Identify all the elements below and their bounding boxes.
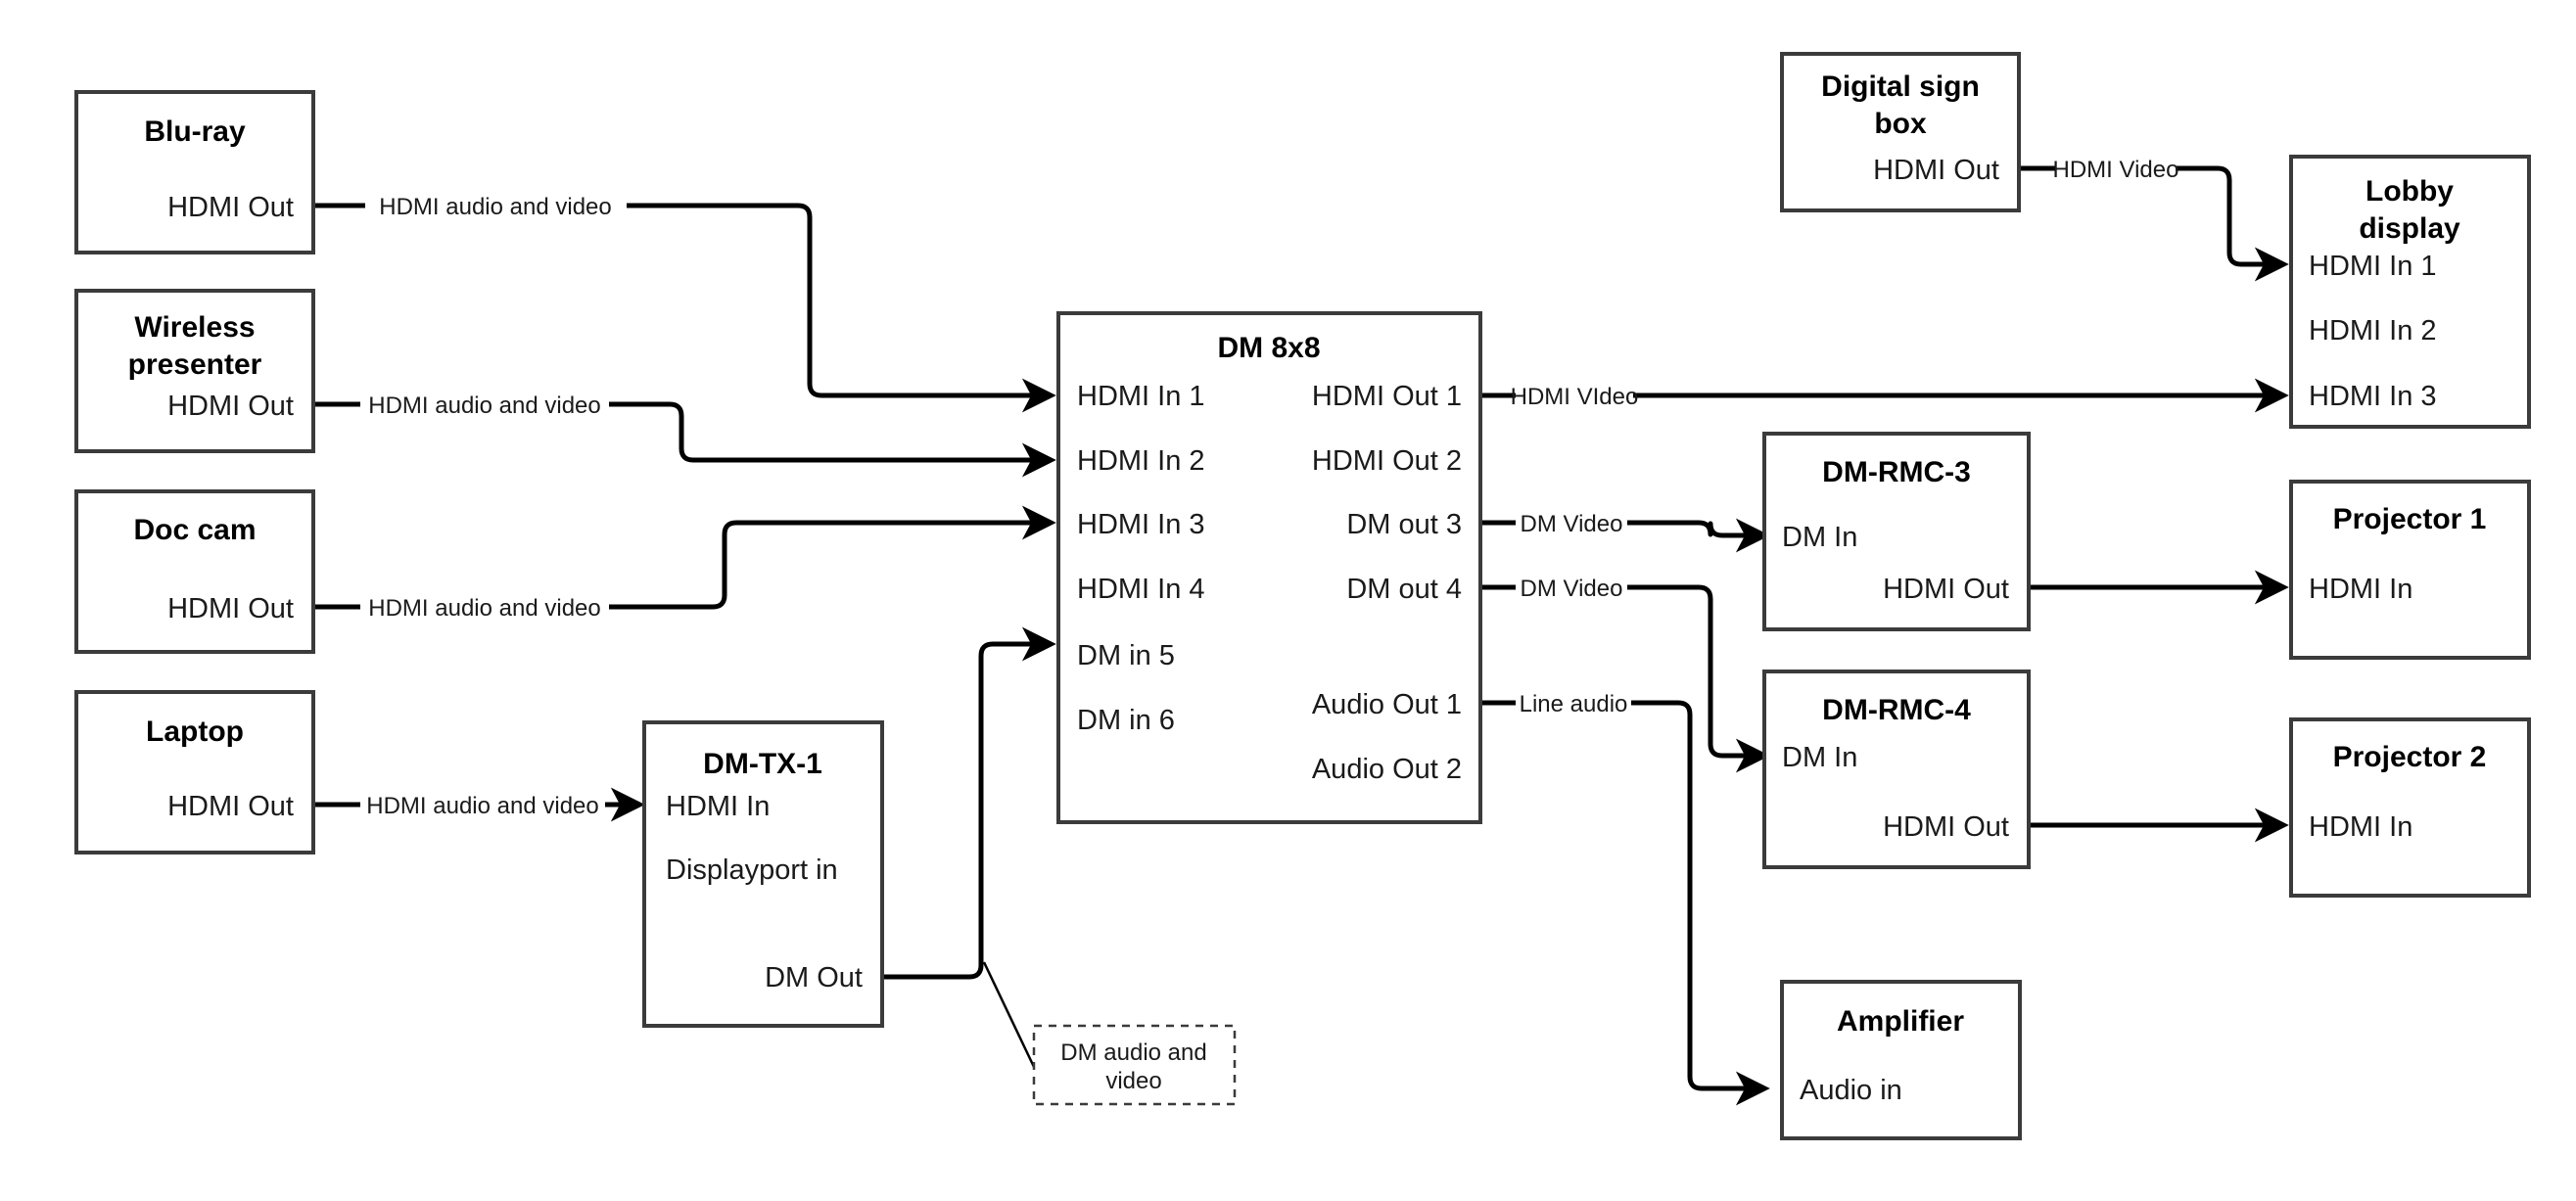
port-amplifier-audio-in: Audio in: [1800, 1075, 1902, 1106]
port-dm-8x8-dm-in-6: DM in 6: [1077, 705, 1175, 736]
port-doc-cam-hdmi-out: HDMI Out: [167, 593, 294, 624]
port-dm-8x8-hdmi-in-4: HDMI In 4: [1077, 574, 1205, 605]
node-wireless-presenter-title-line2: presenter: [128, 348, 262, 381]
node-lobby-display[interactable]: Lobby display HDMI In 1 HDMI In 2 HDMI I…: [2289, 155, 2531, 429]
edge-label-dm-out3-to-rmc3: DM Video: [1521, 511, 1623, 537]
link-audio-out-1-to-amplifier: [1480, 700, 1764, 1088]
port-dm-8x8-hdmi-in-1: HDMI In 1: [1077, 381, 1205, 412]
port-dm-8x8-hdmi-in-3: HDMI In 3: [1077, 509, 1205, 540]
note-dm-audio-and-video-line1: DM audio and: [1060, 1039, 1206, 1066]
note-dm-audio-and-video: DM audio and video: [1032, 1024, 1237, 1106]
node-projector-2-box: [2289, 717, 2531, 898]
node-projector-2[interactable]: Projector 2 HDMI In: [2289, 717, 2531, 898]
edge-label-wireless-to-dm: HDMI audio and video: [368, 393, 600, 419]
edge-label-doccam-to-dm: HDMI audio and video: [368, 595, 600, 622]
node-amplifier-box: [1780, 980, 2022, 1140]
node-lobby-display-title-line2: display: [2359, 212, 2460, 245]
node-dm-rmc-4-title: DM-RMC-4: [1822, 694, 1971, 726]
node-dm-tx-1-box: [642, 720, 884, 1028]
port-digital-sign-box-hdmi-out: HDMI Out: [1873, 155, 1999, 186]
node-digital-sign-box-title-line1: Digital sign: [1821, 70, 1980, 103]
port-dm-rmc-4-hdmi-out: HDMI Out: [1883, 811, 2009, 843]
node-dm-rmc-4-box: [1762, 670, 2031, 869]
node-laptop[interactable]: Laptop HDMI Out: [74, 690, 315, 855]
node-projector-1-box: [2289, 480, 2531, 660]
node-dm-8x8[interactable]: DM 8x8 HDMI In 1 HDMI In 2 HDMI In 3 HDM…: [1056, 311, 1482, 824]
node-wireless-presenter[interactable]: Wireless presenter HDMI Out: [74, 289, 315, 453]
node-projector-1[interactable]: Projector 1 HDMI In: [2289, 480, 2531, 660]
node-projector-2-title: Projector 2: [2333, 741, 2487, 773]
node-wireless-presenter-title-line1: Wireless: [134, 311, 255, 344]
note-dm-audio-and-video-line2: video: [1105, 1068, 1161, 1094]
node-doc-cam[interactable]: Doc cam HDMI Out: [74, 489, 315, 654]
port-dm-8x8-dm-out-3: DM out 3: [1346, 509, 1462, 540]
node-dm-tx-1-title: DM-TX-1: [703, 748, 822, 780]
port-dm-tx-1-dm-out: DM Out: [765, 962, 863, 993]
node-dm-rmc-3-title: DM-RMC-3: [1822, 456, 1971, 488]
edge-label-laptop-to-tx: HDMI audio and video: [366, 793, 598, 819]
node-bluray-box: [74, 90, 315, 254]
node-dm-tx-1[interactable]: DM-TX-1 HDMI In Displayport in DM Out: [642, 720, 884, 1028]
port-dm-tx-1-hdmi-in: HDMI In: [666, 791, 770, 822]
port-lobby-display-hdmi-in-2: HDMI In 2: [2309, 315, 2437, 346]
port-dm-rmc-3-dm-in: DM In: [1782, 522, 1857, 553]
port-dm-rmc-4-dm-in: DM In: [1782, 742, 1857, 773]
link-doccam-to-dm-hdmi-in-3: [313, 523, 1051, 610]
node-digital-sign-box-box: [1780, 52, 2021, 212]
link-wireless-to-dm-hdmi-in-2: [313, 401, 1051, 460]
link-bluray-to-dm-hdmi-in-1: [313, 203, 1051, 395]
port-dm-8x8-audio-out-1: Audio Out 1: [1312, 689, 1462, 720]
node-amplifier[interactable]: Amplifier Audio in: [1780, 980, 2022, 1140]
node-doc-cam-box: [74, 489, 315, 654]
port-bluray-hdmi-out: HDMI Out: [167, 192, 294, 223]
node-lobby-display-title-line1: Lobby: [2365, 175, 2454, 208]
node-doc-cam-title: Doc cam: [133, 514, 256, 546]
node-projector-1-title: Projector 1: [2333, 503, 2487, 535]
edge-label-bluray-to-dm: HDMI audio and video: [379, 194, 611, 220]
port-projector-2-hdmi-in: HDMI In: [2309, 811, 2412, 843]
node-dm-rmc-3[interactable]: DM-RMC-3 DM In HDMI Out: [1762, 432, 2031, 631]
port-dm-8x8-hdmi-out-2: HDMI Out 2: [1312, 445, 1462, 477]
link-dm-out-4-to-rmc4-dm-in: [1480, 584, 1764, 756]
port-dm-8x8-hdmi-out-1: HDMI Out 1: [1312, 381, 1462, 412]
node-lobby-display-box: [2289, 155, 2531, 429]
edge-label-dm-out4-to-rmc4: DM Video: [1521, 576, 1623, 602]
port-dm-8x8-dm-in-5: DM in 5: [1077, 640, 1175, 671]
node-bluray[interactable]: Blu-ray HDMI Out: [74, 90, 315, 254]
port-dm-rmc-3-hdmi-out: HDMI Out: [1883, 574, 2009, 605]
node-amplifier-title: Amplifier: [1837, 1005, 1964, 1038]
port-wireless-presenter-hdmi-out: HDMI Out: [167, 391, 294, 422]
port-dm-8x8-audio-out-2: Audio Out 2: [1312, 754, 1462, 785]
port-dm-8x8-hdmi-in-2: HDMI In 2: [1077, 445, 1205, 477]
edge-label-signbox-to-lobby: HDMI Video: [2053, 157, 2179, 183]
node-laptop-box: [74, 690, 315, 855]
node-dm-8x8-box: [1056, 311, 1482, 824]
edge-label-audio-out1-to-amp: Line audio: [1520, 691, 1628, 717]
port-lobby-display-hdmi-in-1: HDMI In 1: [2309, 251, 2437, 282]
note-dm-audio-and-video-box: [1032, 1024, 1237, 1106]
node-dm-rmc-3-box: [1762, 432, 2031, 631]
leader-line-dm-audio-video-note: [982, 961, 1036, 1068]
link-dmtx1-to-dm-in-5: [882, 626, 1056, 980]
node-bluray-title: Blu-ray: [144, 115, 246, 148]
node-dm-8x8-title: DM 8x8: [1217, 332, 1320, 364]
node-digital-sign-box[interactable]: Digital sign box HDMI Out: [1780, 52, 2021, 212]
link-signbox-to-lobby-hdmi-in-1: [2019, 165, 2283, 264]
port-lobby-display-hdmi-in-3: HDMI In 3: [2309, 381, 2437, 412]
link-dm-out-3-to-rmc3-dm-in: [1480, 523, 1764, 535]
node-dm-rmc-4[interactable]: DM-RMC-4 DM In HDMI Out: [1762, 670, 2031, 869]
node-wireless-presenter-box: [74, 289, 315, 453]
port-laptop-hdmi-out: HDMI Out: [167, 791, 294, 822]
port-projector-1-hdmi-in: HDMI In: [2309, 574, 2412, 605]
node-digital-sign-box-title-line2: box: [1874, 108, 1927, 140]
edge-label-dm-out1-to-lobby: HDMI VIdeo: [1511, 384, 1639, 410]
port-dm-8x8-dm-out-4: DM out 4: [1346, 574, 1462, 605]
node-laptop-title: Laptop: [146, 716, 244, 748]
port-dm-tx-1-displayport-in: Displayport in: [666, 855, 838, 886]
